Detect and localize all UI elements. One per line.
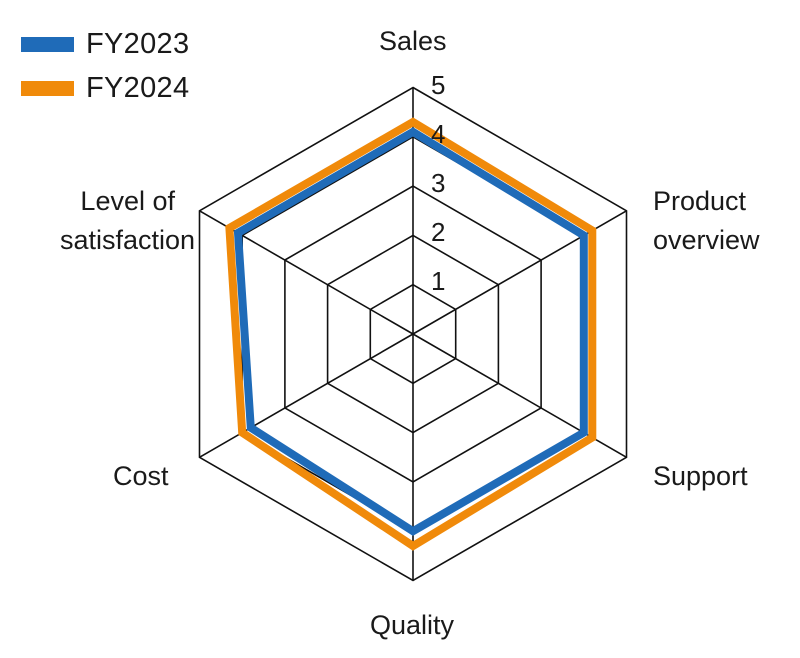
tick-label-1: 1 (431, 266, 446, 296)
axis-label-line: satisfaction (60, 225, 196, 255)
axis-label-product-overview: Product overview (653, 182, 760, 260)
axis-label-support: Support (653, 461, 748, 491)
axis-label-sales: Sales (379, 26, 447, 56)
grid-spoke (199, 333, 414, 458)
legend-item-fy2023: FY2023 (21, 22, 189, 66)
radar-grid (198, 86, 628, 582)
radar-series (225, 117, 597, 551)
tick-label-3: 3 (431, 168, 446, 198)
legend-swatch-fy2023 (21, 36, 74, 52)
legend-label: FY2024 (86, 71, 190, 104)
axis-label-line: overview (653, 225, 760, 255)
tick-label-2: 2 (431, 217, 446, 247)
legend-swatch-fy2024 (21, 80, 74, 96)
legend-label: FY2023 (86, 27, 190, 60)
series-fy2023 (233, 127, 588, 536)
series-fy2024 (225, 117, 597, 551)
legend-item-fy2024: FY2024 (21, 66, 189, 110)
axis-label-line: Level of (80, 186, 175, 216)
axis-label-cost: Cost (113, 461, 169, 491)
tick-label-5: 5 (431, 70, 446, 100)
axis-label-quality: Quality (370, 610, 455, 640)
axis-label-line: Product (653, 186, 747, 216)
tick-label-4: 4 (431, 119, 446, 149)
legend: FY2023 FY2024 (21, 22, 189, 110)
axis-label-level-of-satisfaction: Level of satisfaction (60, 182, 196, 260)
